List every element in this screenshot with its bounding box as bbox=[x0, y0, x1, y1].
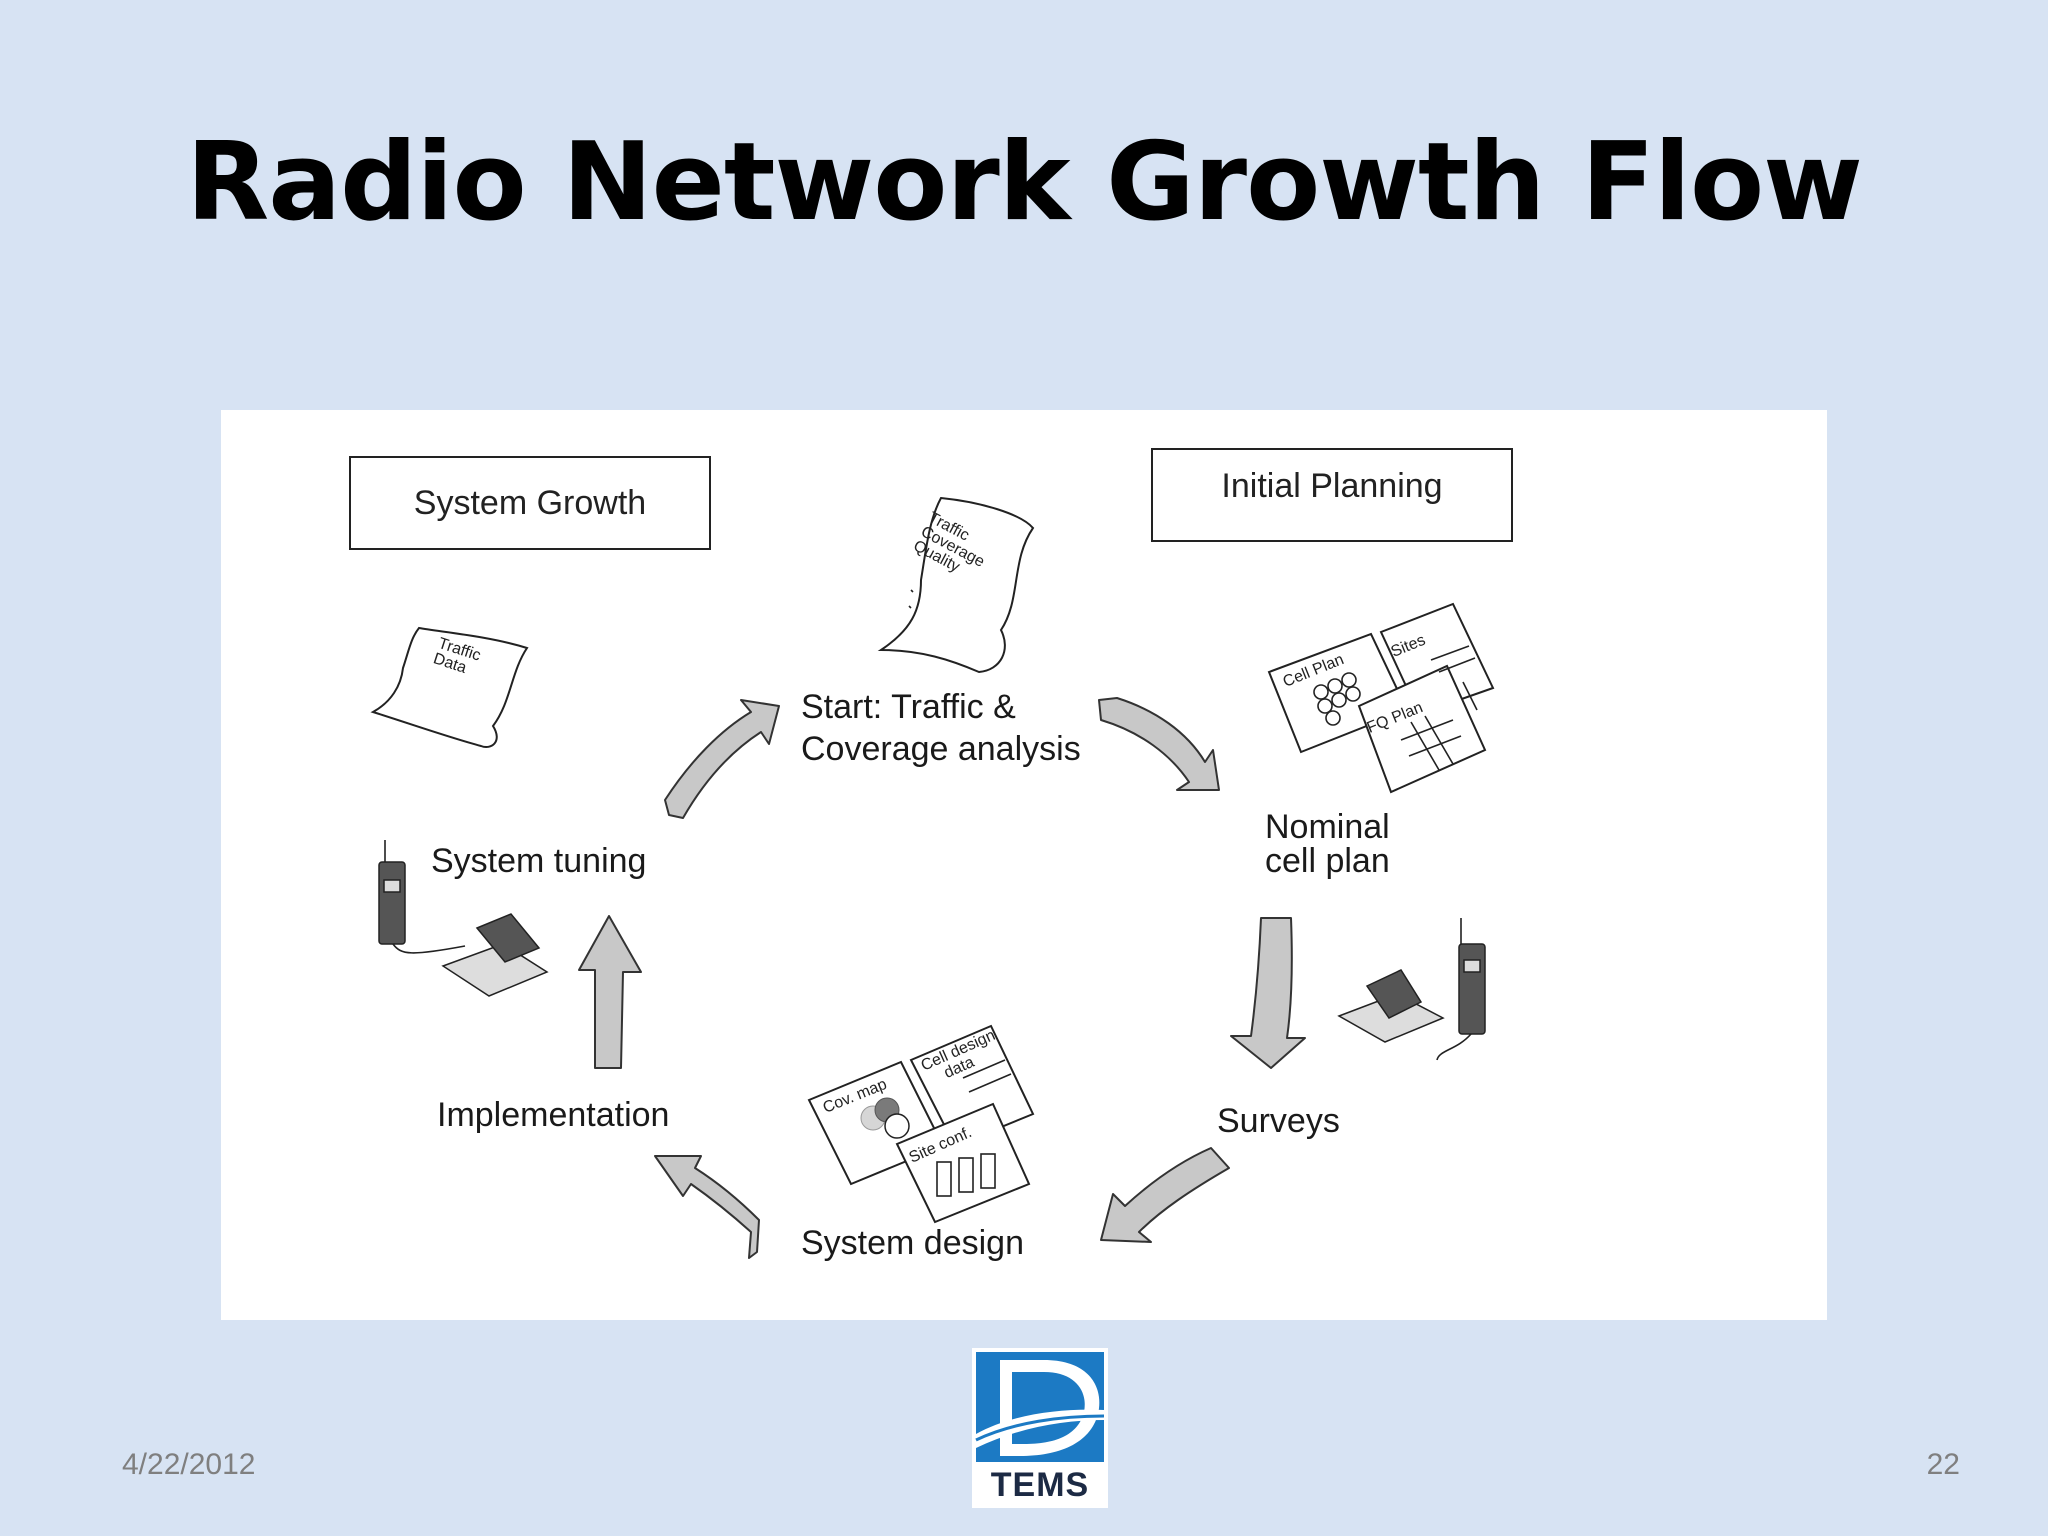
step-nominal-line2: cell plan bbox=[1265, 842, 1390, 880]
system-design-documents-icon bbox=[807, 1024, 1035, 1224]
step-start-line2: Coverage analysis bbox=[801, 730, 1081, 768]
slide-title: Radio Network Growth Flow bbox=[186, 120, 1863, 245]
arrow-surveys-to-design bbox=[1100, 1147, 1230, 1243]
step-start-label: Start: Traffic & Coverage analysis bbox=[801, 686, 1081, 770]
tuning-equipment-icon bbox=[378, 840, 549, 997]
system-growth-box: System Growth bbox=[349, 456, 711, 550]
diagram-graphics: .arr { fill: #c8c8c8; stroke: #333; stro… bbox=[370, 496, 1495, 1259]
arrow-tuning-to-start bbox=[664, 699, 780, 819]
growth-flow-diagram: .arr { fill: #c8c8c8; stroke: #333; stro… bbox=[221, 410, 1827, 1320]
tems-logo: TEMS bbox=[972, 1348, 1108, 1508]
step-system-design-label: System design bbox=[801, 1224, 1024, 1262]
slide-date: 4/22/2012 bbox=[122, 1448, 256, 1481]
step-surveys-label: Surveys bbox=[1217, 1102, 1340, 1140]
slide-number: 22 bbox=[1926, 1448, 1960, 1481]
tems-logo-mark bbox=[975, 1352, 1105, 1462]
step-start-line1: Start: Traffic & bbox=[801, 688, 1016, 726]
tems-logo-text: TEMS bbox=[990, 1466, 1090, 1504]
arrow-nominal-to-surveys bbox=[1230, 917, 1306, 1069]
step-nominal-label: Nominal cell plan bbox=[1265, 810, 1390, 878]
cell-plan-documents-icon bbox=[1267, 602, 1495, 794]
arrow-implementation-to-tuning bbox=[578, 915, 642, 1069]
step-implementation-label: Implementation bbox=[437, 1096, 670, 1134]
initial-planning-box: Initial Planning bbox=[1151, 448, 1513, 542]
traffic-data-document-icon bbox=[370, 626, 529, 748]
step-nominal-line1: Nominal bbox=[1265, 808, 1390, 846]
step-system-tuning-label: System tuning bbox=[431, 842, 647, 880]
survey-equipment-icon bbox=[1337, 918, 1486, 1061]
arrow-start-to-nominal bbox=[1098, 697, 1220, 791]
tcq-document-icon bbox=[877, 496, 1035, 674]
arrow-design-to-implementation bbox=[654, 1155, 760, 1259]
